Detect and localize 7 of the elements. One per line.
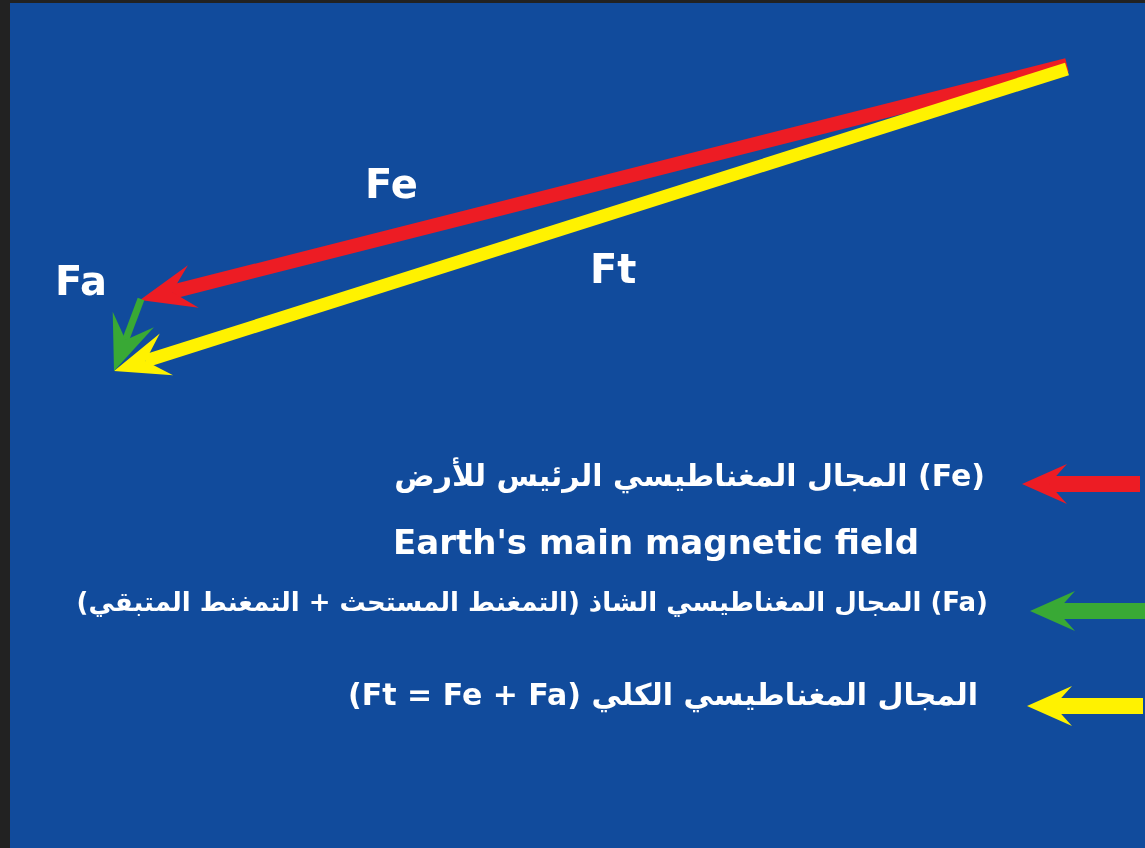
vector-label: Fa — [55, 258, 107, 304]
legend-text: Earth's main magnetic field — [393, 523, 920, 563]
vector-label: Ft — [590, 246, 637, 292]
legend-text: (Fe) المجال المغناطيسي الرئيس للأرض — [394, 459, 985, 494]
vector-label: Fe — [365, 161, 418, 207]
legend-text: المجال المغناطيسي الكلي (Ft = Fe + Fa) — [348, 678, 978, 713]
legend-text: (Fa) المجال المغناطيسي الشاذ (التمغنط المستحث + التمغنط المتبقي) — [76, 588, 988, 618]
